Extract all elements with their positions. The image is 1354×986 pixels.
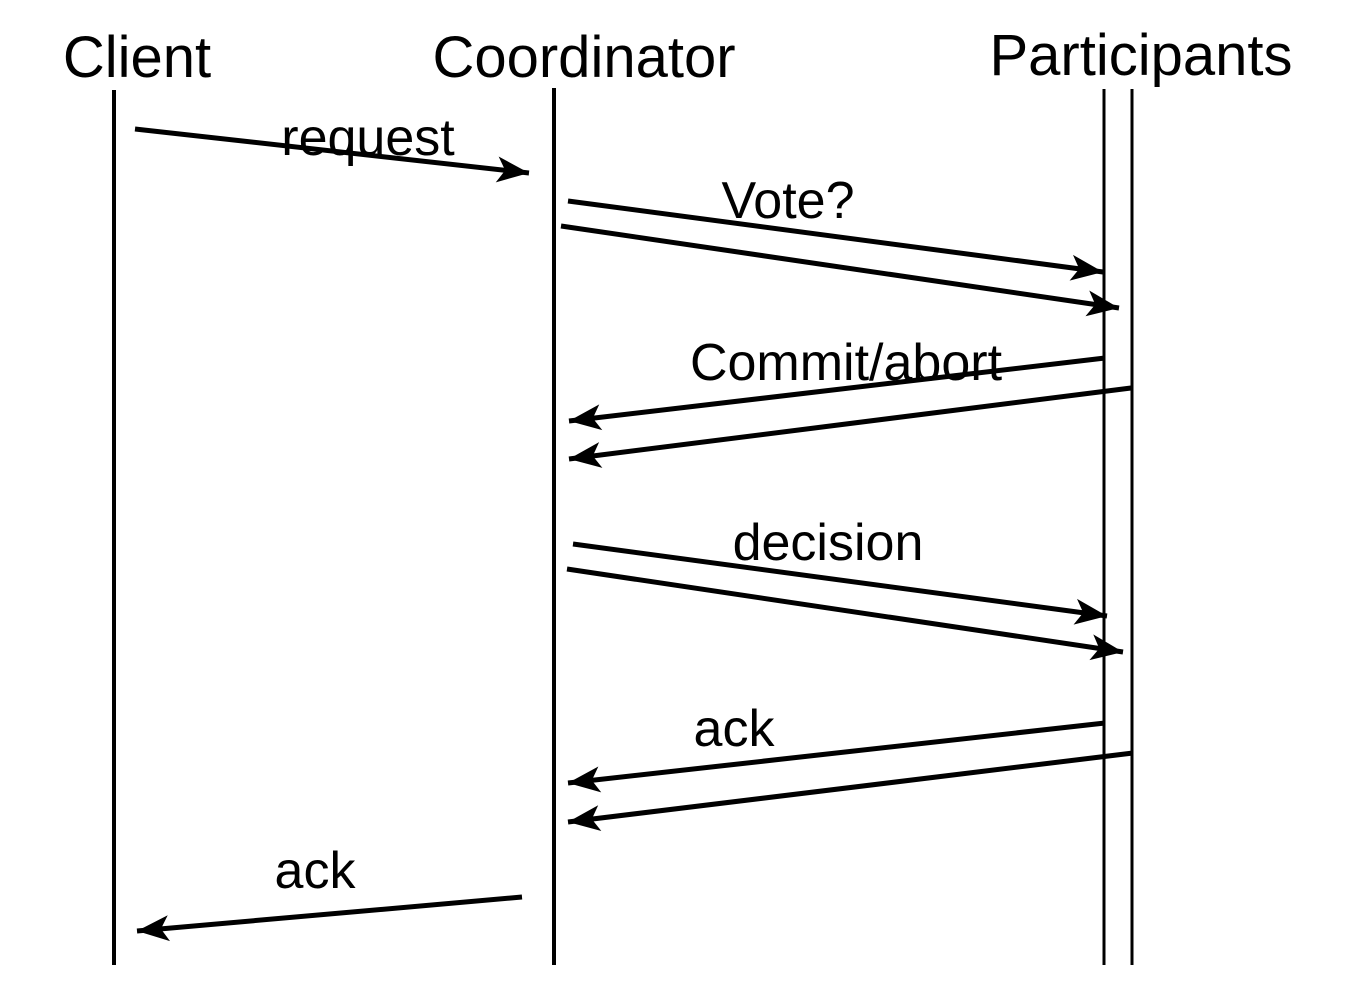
vote-arrow-1 — [567, 198, 1104, 281]
ack-coordinator-label: ack — [694, 700, 776, 758]
commit-abort-label: Commit/abort — [690, 334, 1003, 392]
vote-arrow-2 — [560, 223, 1120, 317]
actor-label-coordinator: Coordinator — [432, 25, 735, 90]
request-arrow — [134, 126, 530, 183]
decision-arrow-1 — [572, 541, 1108, 625]
vote-label: Vote? — [721, 172, 854, 230]
ack-client-arrow — [136, 894, 523, 942]
ack-coordinator-arrow-1 — [567, 720, 1106, 793]
request-label: request — [281, 109, 455, 167]
actor-label-participants: Participants — [989, 23, 1292, 88]
commit-abort-arrow-1 — [568, 355, 1106, 431]
decision-arrow-2 — [566, 566, 1124, 661]
ack-client-label: ack — [275, 842, 357, 900]
ack-coordinator-arrow-2 — [567, 750, 1134, 832]
commit-abort-arrow-2 — [568, 385, 1132, 468]
actor-label-client: Client — [63, 25, 211, 90]
decision-label: decision — [733, 514, 924, 572]
